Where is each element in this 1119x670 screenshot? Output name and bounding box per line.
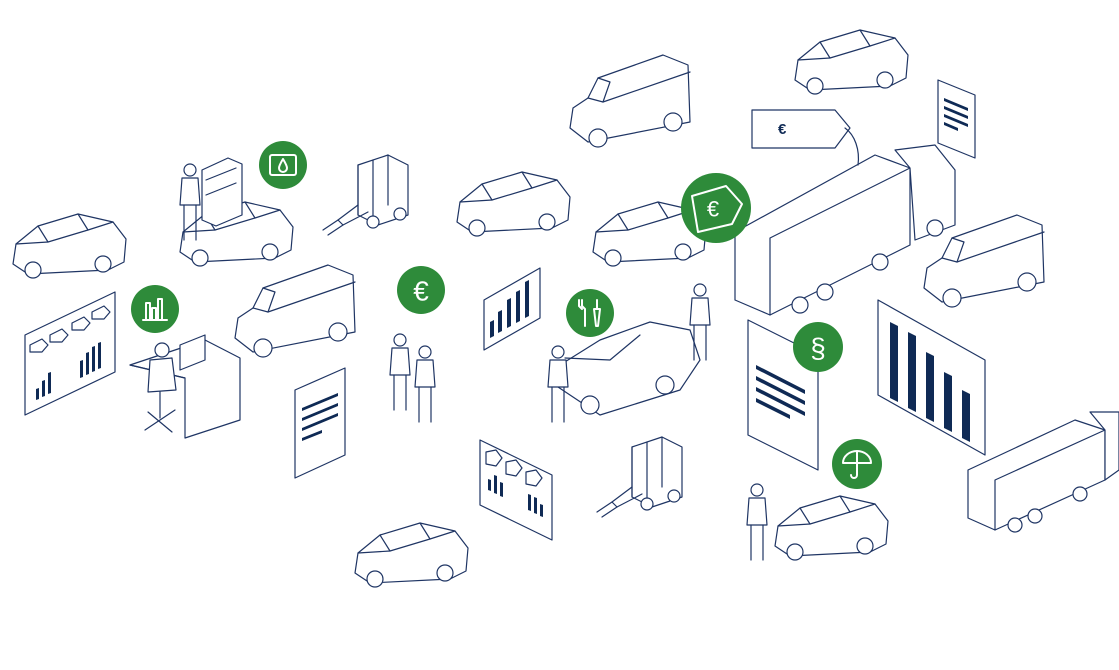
van-left: [234, 264, 356, 358]
document-left: [294, 367, 346, 479]
euro-price-tag-icon: €: [691, 185, 743, 233]
sports-car-bottom: [774, 495, 889, 561]
price-badge: €: [681, 173, 751, 243]
euro-price-tag-symbol: €: [707, 197, 719, 222]
person-near-car: [746, 483, 768, 561]
dashboard-panel-bottom: [479, 439, 553, 541]
bar-chart-icon: [142, 298, 168, 321]
umbrella-icon: [842, 450, 872, 479]
van-top: [569, 54, 691, 148]
oil-drop-icon: [269, 154, 297, 176]
person-handshake-left: [389, 333, 411, 411]
price-tag: €: [751, 109, 860, 166]
service-badge: [566, 289, 614, 337]
insurance-badge: [832, 439, 882, 489]
forklift-top: [322, 154, 409, 236]
mechanic-front: [547, 345, 569, 423]
chart-panel-center: [483, 267, 541, 351]
truck-large: [734, 144, 956, 316]
chart-panel-large: [877, 299, 986, 456]
price-tag-label: €: [778, 121, 787, 138]
oil-badge: [259, 141, 307, 189]
wrench-screwdriver-icon: [578, 299, 601, 327]
section-sign-icon: §: [810, 333, 826, 364]
analytics-badge: [131, 285, 179, 333]
truck-bottom-right: [967, 411, 1119, 533]
legal-badge: §: [793, 322, 843, 372]
fuel-pump: [201, 157, 243, 227]
euro-icon: €: [413, 276, 429, 307]
person-handshake-right: [414, 345, 436, 423]
minivan-center: [456, 171, 571, 237]
minivan-bottom: [354, 522, 469, 588]
euro-badge: €: [397, 266, 445, 314]
document-top-right: [937, 79, 976, 159]
forklift-bottom: [596, 436, 683, 518]
sports-car-top: [794, 29, 909, 95]
car-in-repair: [554, 321, 701, 416]
dashboard-panel-left: [24, 291, 116, 416]
minivan-left: [12, 213, 127, 279]
office-worker: [144, 342, 177, 433]
office-desk: [129, 334, 241, 439]
